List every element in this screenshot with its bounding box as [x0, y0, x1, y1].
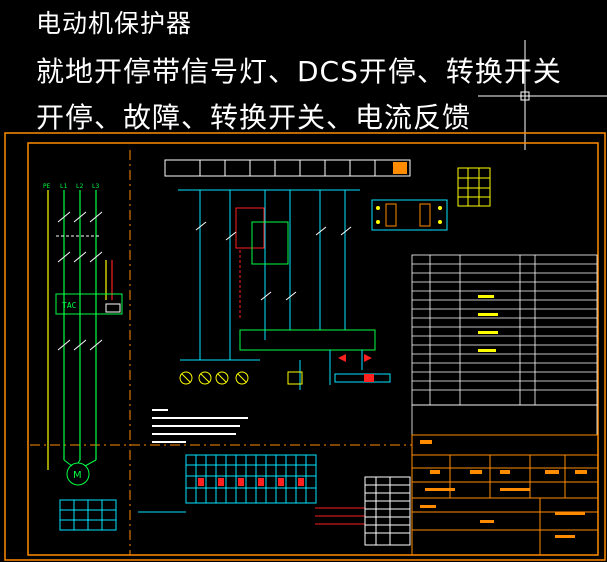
motor-protector-box: [55, 293, 123, 315]
relay-coil: [287, 371, 303, 385]
component-list-highlights: [478, 295, 498, 352]
control-wiring: [178, 189, 376, 390]
title-line-2: 就地开停带信号灯、DCS开停、转换开关: [36, 55, 562, 88]
switch-diagram: [371, 199, 448, 231]
motor-label: M: [73, 470, 82, 481]
terminal-block: [138, 454, 365, 525]
crosshair-cursor: [478, 40, 607, 150]
notes-block: [152, 409, 248, 443]
drawing-frame: [4, 132, 606, 561]
phase-label-l2: L2: [76, 183, 84, 190]
phase-label-l1: L1: [60, 183, 68, 190]
signal-lamps: [179, 371, 249, 385]
protector-label: TAC: [62, 301, 77, 310]
title-block: [411, 434, 599, 556]
phase-label-l3: L3: [92, 183, 100, 190]
component-list-table: [411, 254, 598, 436]
title-line-1: 电动机保护器: [36, 9, 193, 38]
control-header-table: [164, 159, 411, 177]
phase-label-pe: PE: [43, 183, 51, 190]
external-terminal-table: [364, 476, 411, 546]
control-contacts: [195, 221, 352, 301]
main-power-circuit: PE L1 L2 L3 TAC M: [43, 183, 123, 531]
current-transmitter: [334, 354, 391, 383]
switch-truth-table: [457, 167, 491, 207]
title-block-text-marks: [420, 440, 587, 538]
title-line-3: 开停、故障、转换开关、电流反馈: [36, 101, 472, 134]
